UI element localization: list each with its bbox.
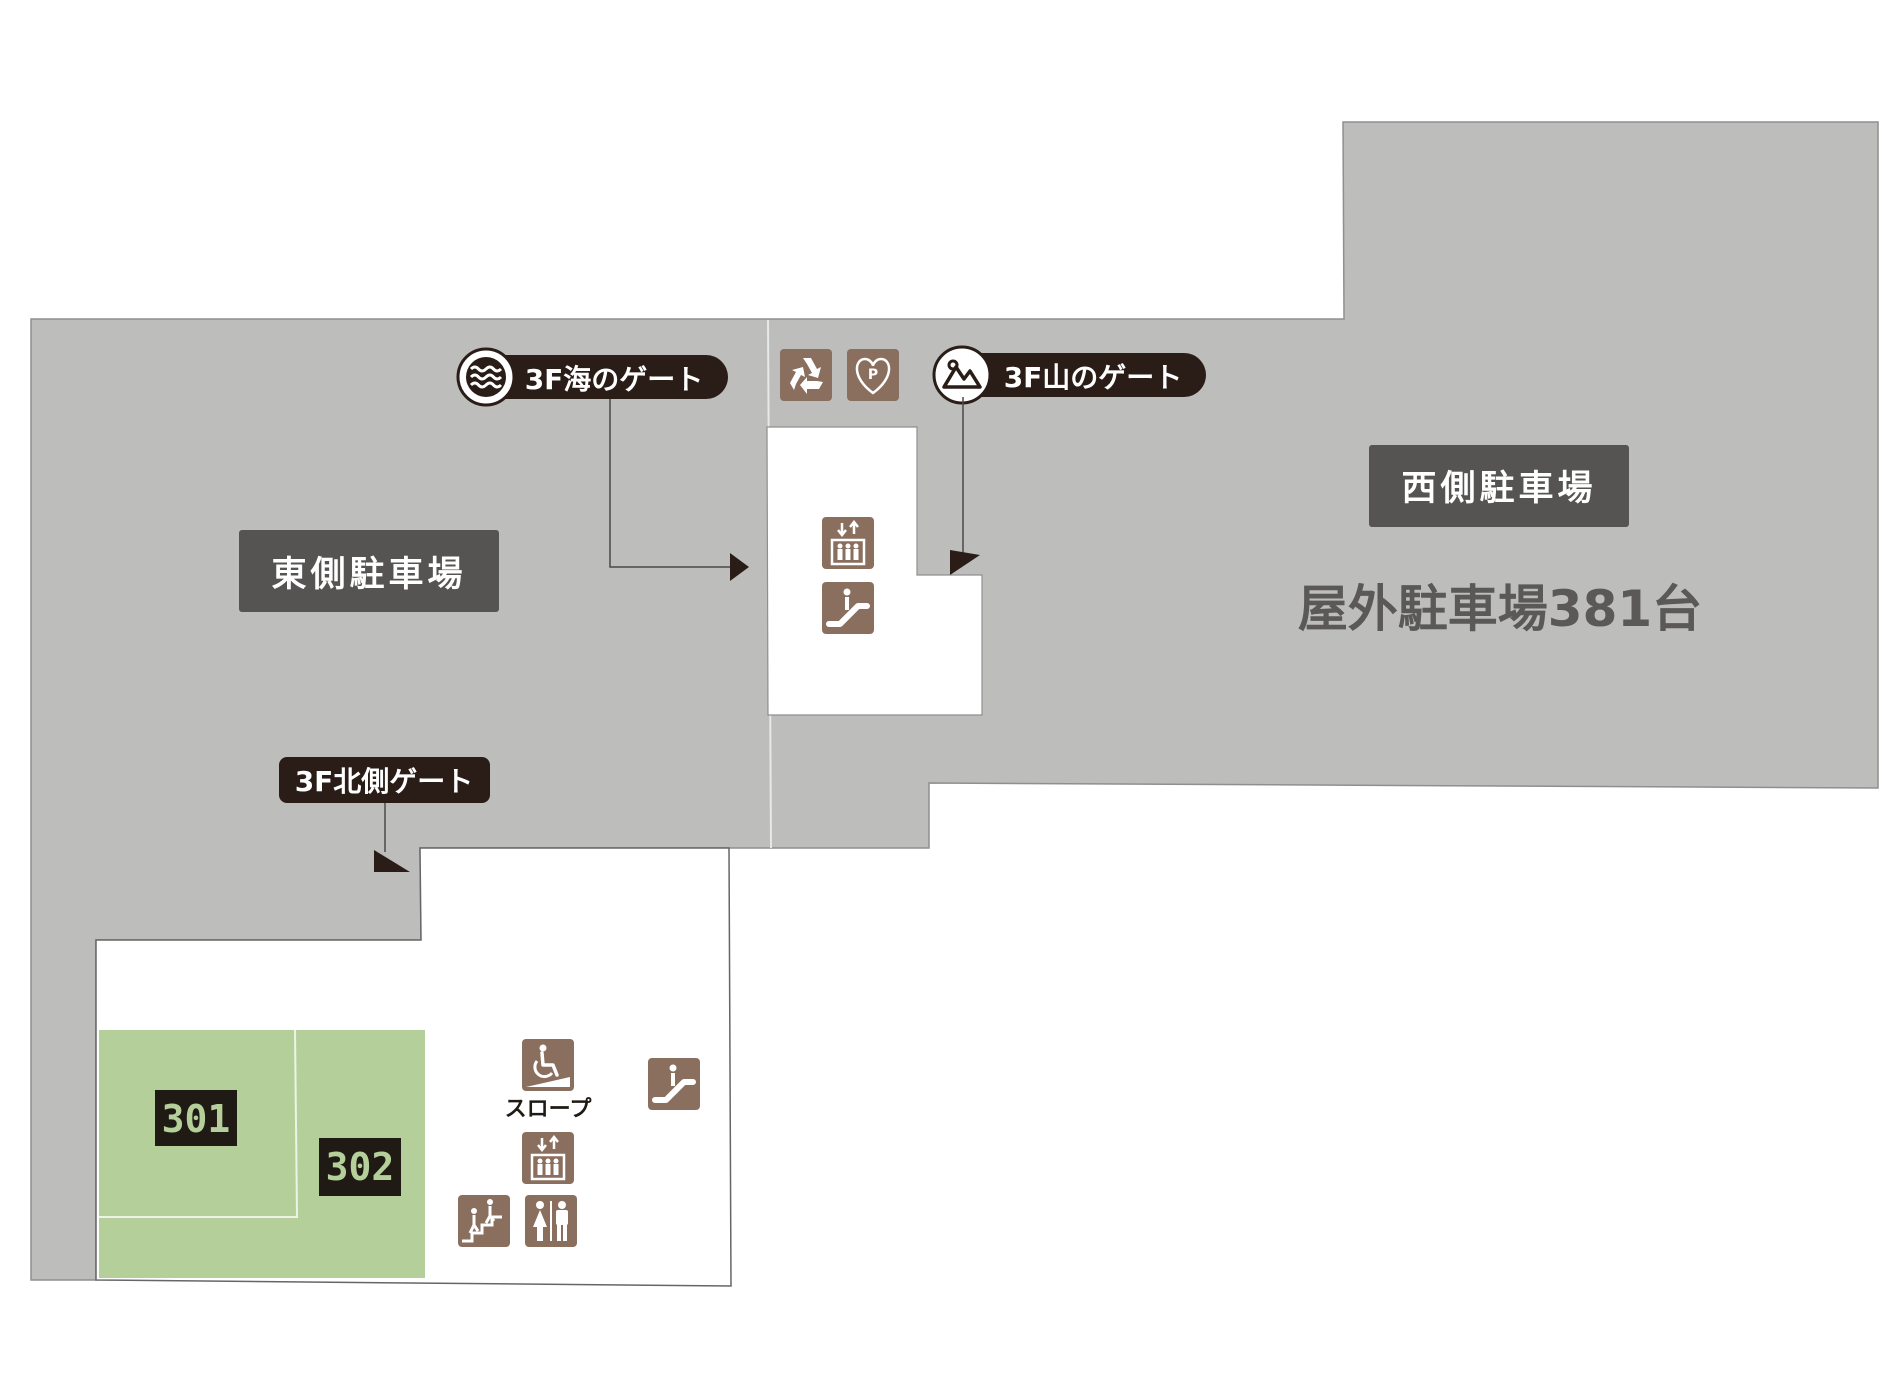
slope-label: スロープ	[505, 1097, 593, 1122]
svg-text:3F海のゲート: 3F海のゲート	[525, 363, 704, 396]
svg-text:302: 302	[326, 1145, 395, 1189]
restroom-icon	[524, 1194, 578, 1248]
sea-gate-leader	[609, 399, 735, 568]
elevator-icon	[820, 515, 876, 571]
elevator-icon	[520, 1130, 576, 1186]
mountain-icon	[942, 359, 982, 389]
room-302-label: 302	[319, 1138, 401, 1196]
svg-text:東側駐車場: 東側駐車場	[271, 555, 466, 595]
mountain-gate-tag[interactable]: 3F山のゲート	[932, 345, 1206, 405]
west-parking-label: 西側駐車場	[1369, 445, 1629, 527]
sea-gate-arrow	[730, 553, 749, 581]
sea-gate-tag[interactable]: 3F海のゲート	[456, 347, 728, 407]
east-parking-label: 東側駐車場	[239, 530, 499, 612]
outdoor-parking-count: 屋外駐車場381台	[1298, 580, 1702, 638]
svg-text:3F北側ゲート: 3F北側ゲート	[295, 765, 474, 798]
tenant-301-outline	[99, 1029, 299, 1218]
north-gate-tag[interactable]: 3F北側ゲート	[279, 757, 490, 803]
heart-parking-icon	[845, 347, 901, 403]
north-gate-arrow	[374, 850, 410, 872]
wheelchair-slope-icon	[520, 1037, 576, 1093]
mountain-gate-arrow	[950, 550, 980, 575]
escalator-icon	[648, 1058, 700, 1110]
recycle-icon	[780, 349, 832, 401]
escalator-icon	[822, 582, 874, 634]
waves-icon	[466, 357, 506, 397]
svg-text:3F山のゲート: 3F山のゲート	[1004, 361, 1183, 394]
stairs-icon	[456, 1193, 512, 1249]
svg-text:西側駐車場: 西側駐車場	[1401, 469, 1596, 509]
svg-text:301: 301	[162, 1097, 231, 1141]
central-stair-core	[766, 426, 983, 716]
room-301-label: 301	[155, 1090, 237, 1146]
